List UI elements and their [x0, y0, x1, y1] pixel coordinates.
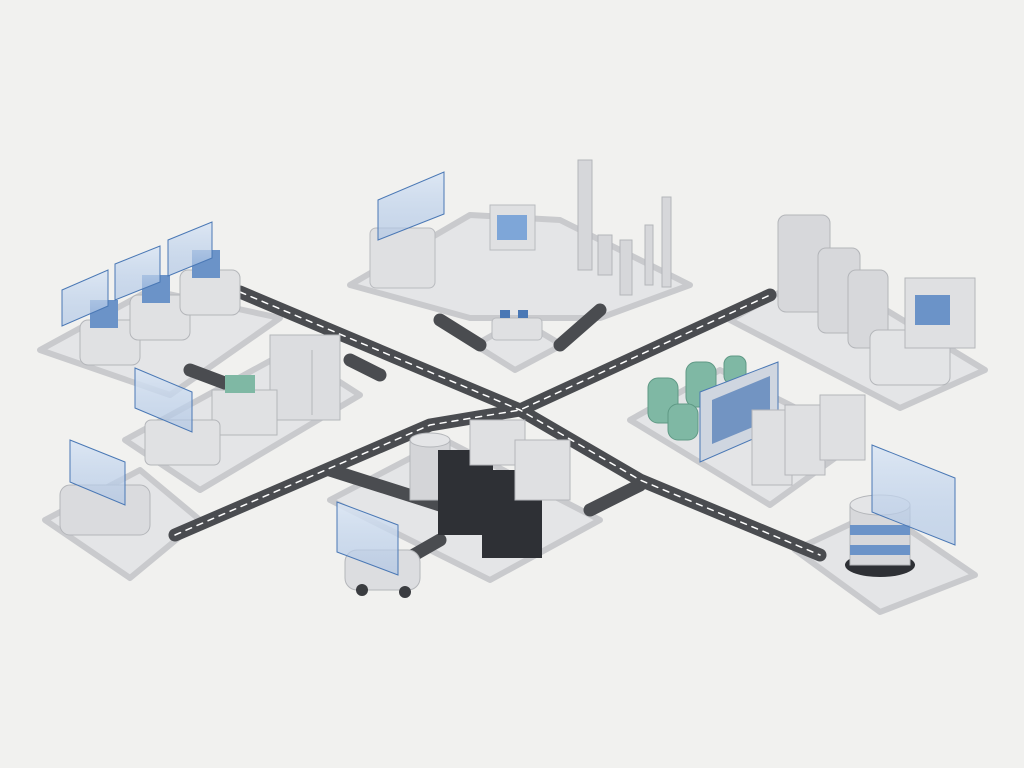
lab-machine — [369, 171, 445, 289]
hub-device — [491, 310, 543, 341]
server-cluster — [409, 419, 571, 558]
delivery-van-icon — [336, 501, 421, 598]
holographic-dashboard-icon — [134, 367, 193, 433]
printer-kiosk-icon — [869, 277, 976, 386]
terminal-unit — [134, 367, 221, 466]
filing-cabinet — [269, 334, 341, 421]
printer-kiosk-icon — [114, 245, 191, 341]
workbench — [211, 375, 278, 436]
holographic-dashboard-icon — [336, 501, 399, 576]
chimney-towers — [577, 159, 672, 296]
server-rack-icon — [482, 439, 571, 558]
holographic-dashboard-icon — [377, 171, 445, 241]
printer-kiosk-icon — [61, 269, 141, 366]
printer-kiosks — [61, 221, 241, 366]
reactor-vessel — [489, 204, 536, 251]
silo-tanks — [777, 214, 889, 349]
holographic-dashboard-icon — [871, 444, 956, 546]
printer-kiosk-icon — [167, 221, 241, 316]
scanner-device — [59, 439, 151, 536]
server-cabinets — [751, 394, 866, 486]
holographic-dashboard-icon — [69, 439, 126, 506]
